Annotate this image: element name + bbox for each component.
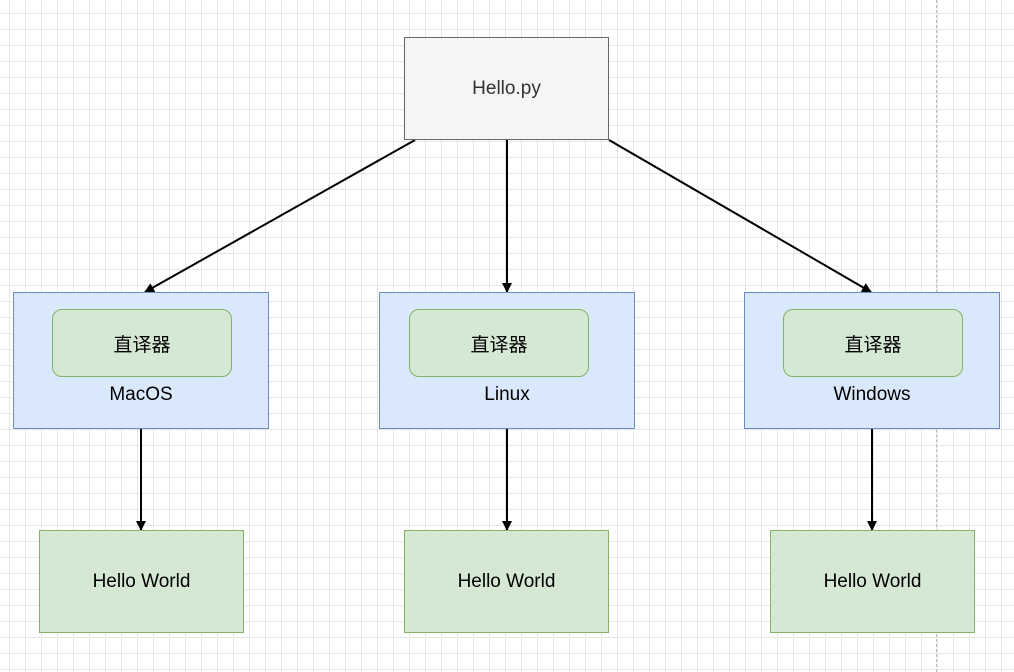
interpreter-label: 直译器 (470, 333, 528, 356)
interpreter-node-windows[interactable]: 直译器 (783, 309, 963, 377)
interpreter-label: 直译器 (844, 333, 902, 356)
interpreter-label: 直译器 (113, 333, 171, 356)
platform-node-windows[interactable]: 直译器 Windows (744, 292, 1000, 429)
platform-label-windows: Windows (833, 384, 911, 405)
output-node-windows[interactable]: Hello World (770, 530, 975, 633)
interpreter-node-macos[interactable]: 直译器 (52, 309, 232, 377)
output-label: Hello World (457, 570, 556, 592)
source-label: Hello.py (472, 77, 541, 99)
output-node-macos[interactable]: Hello World (39, 530, 244, 633)
platform-label-macos: MacOS (109, 384, 173, 405)
output-label: Hello World (823, 570, 922, 592)
edge-source-to-windows (608, 139, 872, 293)
edge-source-to-macos (144, 139, 416, 293)
interpreter-node-linux[interactable]: 直译器 (409, 309, 589, 377)
output-node-linux[interactable]: Hello World (404, 530, 609, 633)
source-node[interactable]: Hello.py (404, 37, 609, 140)
platform-node-linux[interactable]: 直译器 Linux (379, 292, 635, 429)
output-label: Hello World (92, 570, 191, 592)
platform-label-linux: Linux (484, 384, 530, 405)
platform-node-macos[interactable]: 直译器 MacOS (13, 292, 269, 429)
